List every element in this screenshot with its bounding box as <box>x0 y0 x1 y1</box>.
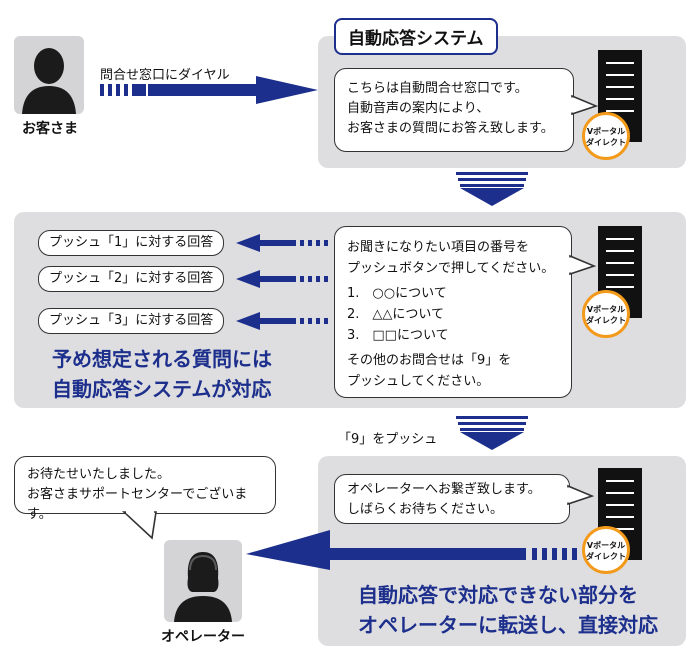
menu-option-1: 1. ○○について <box>347 286 447 301</box>
bubble-tail <box>568 254 597 276</box>
v-portal-badge: Vポータル ダイレクト <box>582 112 630 160</box>
push-answer-1: プッシュ「1」に対する回答 <box>38 230 225 256</box>
transfer-bubble: オペレーターへお繋ぎ致します。 しばらくお待ちください。 <box>334 474 570 524</box>
bubble-tail <box>570 94 599 116</box>
message-line: 自動音声の案内により、 <box>347 101 490 116</box>
message-line: こちらは自動問合せ窓口です。 <box>347 81 528 96</box>
v-portal-badge: Vポータル ダイレクト <box>582 290 630 338</box>
push-9-label: 「9」をプッシュ <box>338 432 438 447</box>
message-line: お客さまの質問にお答え致します。 <box>347 121 554 136</box>
push-answer-2: プッシュ「2」に対する回答 <box>38 266 225 292</box>
system-title: 自動応答システム <box>334 18 498 55</box>
menu-option-3: 3. □□について <box>347 328 449 343</box>
transfer-headline: 自動応答で対応できない部分を オペレーターに転送し、直接対応 <box>358 583 658 637</box>
greeting-bubble: こちらは自動問合せ窓口です。 自動音声の案内により、 お客さまの質問にお答え致し… <box>334 68 574 152</box>
transfer-arrow <box>246 530 577 570</box>
down-arrow <box>456 416 528 450</box>
dial-arrow <box>100 76 318 104</box>
operator-avatar <box>164 540 242 622</box>
down-arrow <box>456 172 528 206</box>
menu-option-2: 2. △△について <box>347 307 445 322</box>
push-arrow-3 <box>236 312 328 330</box>
v-portal-badge: Vポータル ダイレクト <box>582 526 630 574</box>
bubble-tail <box>121 509 157 540</box>
dial-label: 問合せ窓口にダイヤル <box>100 68 230 83</box>
operator-bubble: お待たせいたしました。 お客さまサポートセンターでございます。 <box>14 456 276 522</box>
operator-label: オペレーター <box>161 629 245 645</box>
push-arrow-1 <box>236 234 328 252</box>
push-answer-3: プッシュ「3」に対する回答 <box>38 308 225 334</box>
caller-avatar <box>14 36 84 114</box>
bubble-tail <box>566 484 595 506</box>
person-icon <box>22 48 76 114</box>
operator-icon <box>174 552 232 622</box>
push-arrow-2 <box>236 270 328 288</box>
menu-bubble: お聞きになりたい項目の番号を プッシュボタンで押してください。 1. ○○につい… <box>334 226 572 398</box>
caller-label: お客さま <box>22 121 78 137</box>
faq-headline: 予め想定される質問には 自動応答システムが対応 <box>52 347 272 401</box>
